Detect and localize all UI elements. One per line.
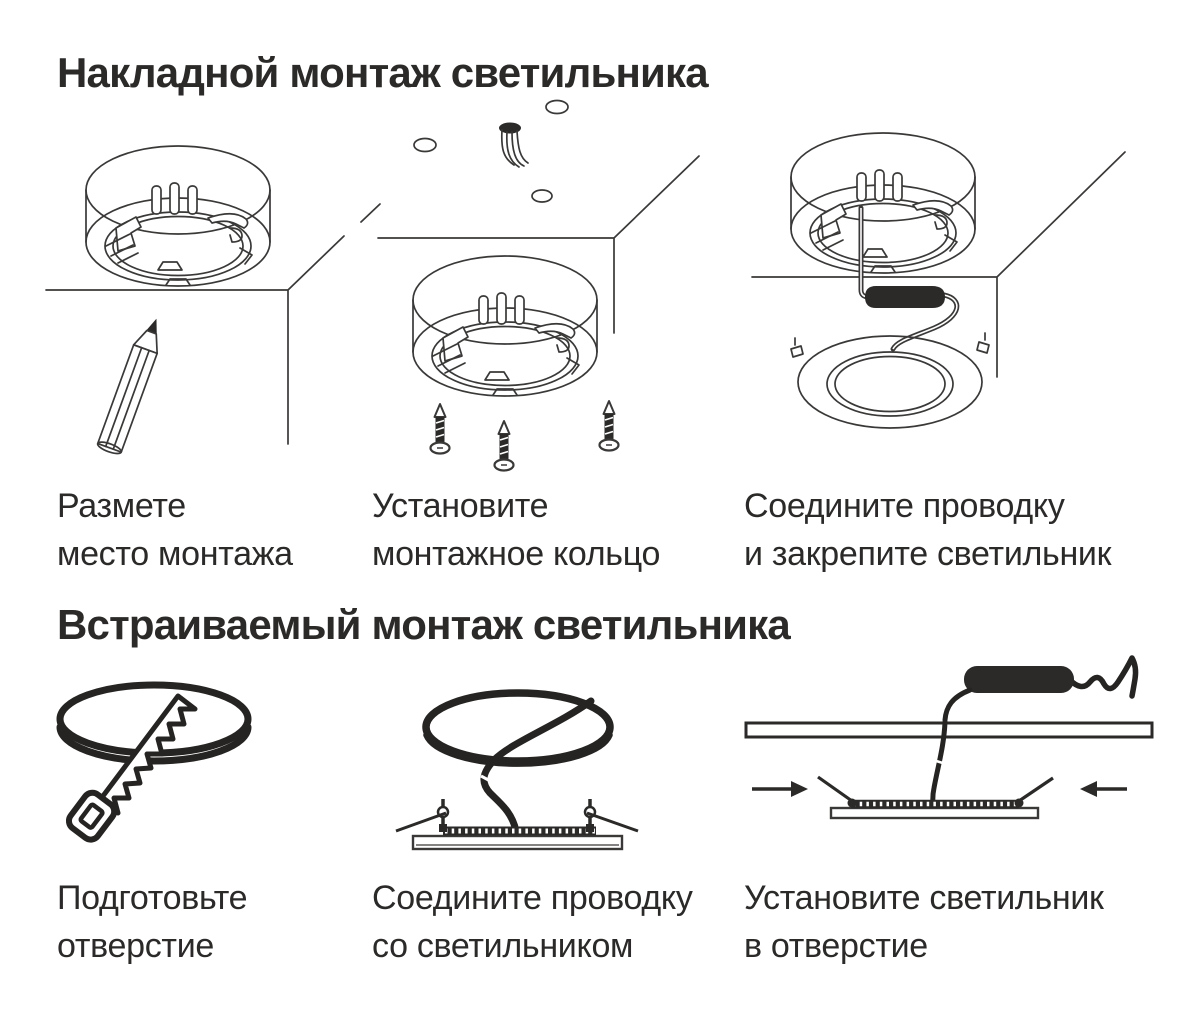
led-driver <box>865 286 945 308</box>
section-title-surface-mount: Накладной монтаж светильника <box>57 49 709 96</box>
spring-clip <box>395 799 450 833</box>
step-caption-prepare-hole: Подготовьте отверстие <box>57 879 248 965</box>
step-caption-connect-fix: Соедините проводку и закрепите светильни… <box>744 487 1112 573</box>
pencil-icon <box>96 318 158 455</box>
wire <box>942 687 973 723</box>
ceiling-corner-lines <box>751 151 1126 378</box>
mounting-ring <box>790 132 976 274</box>
mounting-ring <box>412 255 598 397</box>
step-illustration-install-into-hole <box>744 655 1154 820</box>
screw-icon <box>429 402 451 455</box>
step-illustration-connect-panel <box>395 689 639 851</box>
step-illustration-prepare-hole <box>56 681 252 843</box>
ceiling-plane-lines <box>360 155 700 334</box>
step-caption-mark-place: Размете место монтажа <box>57 487 293 573</box>
push-arrow-left <box>752 781 808 797</box>
push-arrow-right <box>1080 781 1127 797</box>
ceiling-holes <box>413 99 569 203</box>
section-title-recessed-mount: Встраиваемый монтаж светильника <box>57 601 791 648</box>
wire-bundle <box>499 122 529 168</box>
led-driver <box>964 666 1074 693</box>
spring-clip-folded <box>817 775 857 808</box>
wire-loop <box>422 689 614 835</box>
panel-edge-view <box>817 775 1054 820</box>
round-luminaire <box>790 332 990 429</box>
screw-icon <box>493 419 515 472</box>
step-caption-connect-panel: Соедините проводку со светильником <box>372 879 693 965</box>
spring-clip-folded <box>1014 776 1054 808</box>
screw-icon <box>598 399 620 452</box>
step-caption-install-into-hole: Установите светильник в отверстие <box>744 879 1104 965</box>
step-illustration-mark-place <box>45 145 345 455</box>
saw-icon <box>65 693 198 843</box>
mains-wire <box>1067 655 1139 699</box>
mounting-ring <box>85 145 271 287</box>
panel-edge-view <box>395 799 639 851</box>
step-caption-install-ring: Установите монтажное кольцо <box>372 487 661 573</box>
spring-clip <box>583 799 639 833</box>
ceiling-panel <box>744 721 1154 739</box>
ceiling-corner-lines <box>45 235 345 445</box>
step-illustration-connect-fix <box>751 132 1126 429</box>
step-illustration-install-ring <box>360 99 700 472</box>
